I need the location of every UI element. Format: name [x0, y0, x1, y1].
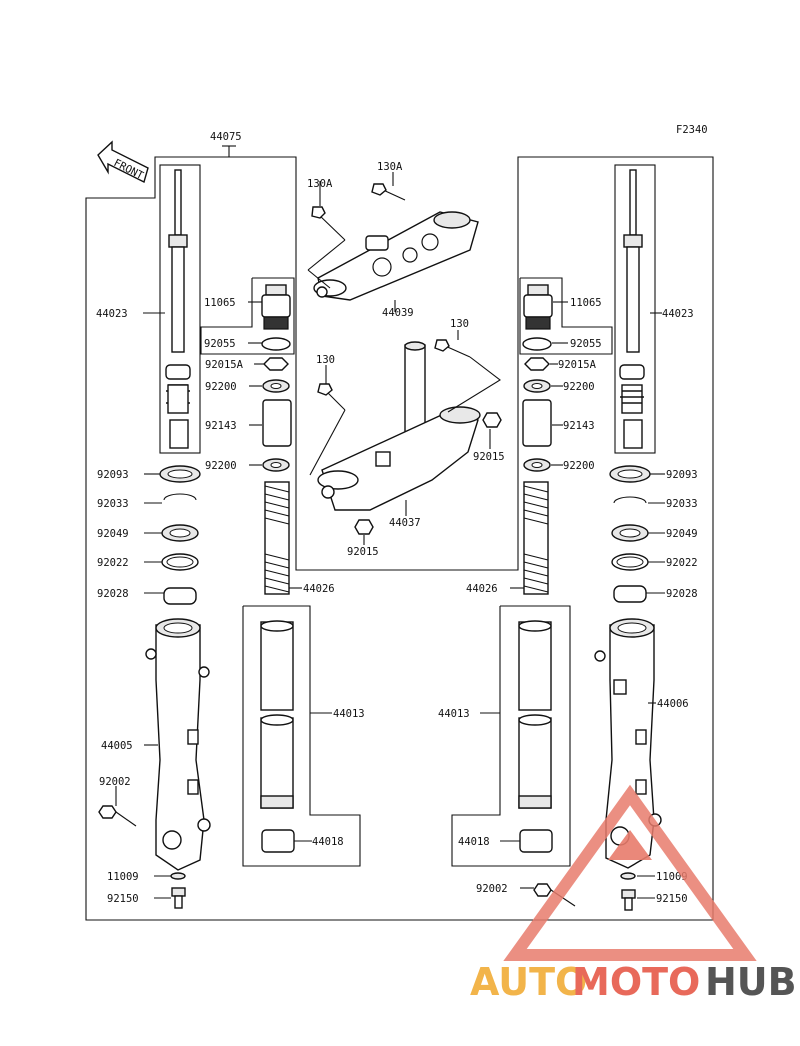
label-92200a-left: 92200: [205, 381, 237, 393]
right-inner-tube: [518, 620, 553, 853]
label-44005: 44005: [101, 740, 133, 752]
label-92002-left: 92002: [99, 776, 131, 788]
label-92055-right: 92055: [570, 338, 602, 350]
left-fork-spring: [264, 481, 290, 595]
label-11065-left: 11065: [204, 297, 236, 309]
label-92015-b: 92015: [347, 546, 379, 558]
watermark-moto: MOTO: [572, 960, 700, 1004]
right-stack-parts: [522, 357, 552, 472]
right-fork-spring: [523, 481, 549, 595]
label-44013-left: 44013: [333, 708, 365, 720]
label-44075: 44075: [210, 131, 242, 143]
label-44023-left: 44023: [96, 308, 128, 320]
label-44006: 44006: [657, 698, 689, 710]
upper-triple-clamp: [311, 183, 479, 301]
label-44026-left: 44026: [303, 583, 335, 595]
label-92033-left: 92033: [97, 498, 129, 510]
watermark-auto: AUTO: [470, 960, 587, 1004]
left-seal-stack: [159, 465, 201, 605]
label-92055-left: 92055: [204, 338, 236, 350]
left-damper-rod: [165, 169, 191, 449]
label-92093-left: 92093: [97, 469, 129, 481]
watermark-triangle-icon: [503, 784, 757, 961]
right-bottom-bolts: [533, 872, 636, 911]
label-92049-left: 92049: [97, 528, 129, 540]
label-130-b: 130: [316, 354, 335, 366]
left-stack-parts: [262, 357, 292, 472]
automotohub-watermark: AUTO MOTO HUB: [470, 784, 797, 1004]
label-92002-right: 92002: [476, 883, 508, 895]
label-130A-b: 130A: [377, 161, 403, 173]
label-44026-right: 44026: [466, 583, 498, 595]
label-44023-right: 44023: [662, 308, 694, 320]
right-seal-stack: [609, 465, 651, 603]
left-inner-tube: [260, 620, 295, 853]
label-92015A-left: 92015A: [205, 359, 244, 371]
label-92143-right: 92143: [563, 420, 595, 432]
label-130A-a: 130A: [307, 178, 333, 190]
figure-code: F2340: [676, 124, 708, 136]
assembly-outline: [85, 145, 714, 921]
label-92033-right: 92033: [666, 498, 698, 510]
front-arrow-icon: FRONT: [97, 140, 149, 184]
left-cap-bolt: [261, 284, 291, 351]
label-130-a: 130: [450, 318, 469, 330]
right-damper-box: [614, 164, 656, 454]
watermark-hub: HUB: [705, 960, 797, 1004]
label-92022-right: 92022: [666, 557, 698, 569]
label-92028-right: 92028: [666, 588, 698, 600]
label-92150-right: 92150: [656, 893, 688, 905]
label-44037: 44037: [389, 517, 421, 529]
label-92049-right: 92049: [666, 528, 698, 540]
label-11009-left: 11009: [107, 871, 139, 883]
right-cap-bolt: [522, 284, 553, 351]
label-44039: 44039: [382, 307, 414, 319]
label-44018-right: 44018: [458, 836, 490, 848]
label-92200b-right: 92200: [563, 460, 595, 472]
label-11065-right: 11065: [570, 297, 602, 309]
label-92143-left: 92143: [205, 420, 237, 432]
label-92200a-right: 92200: [563, 381, 595, 393]
label-92015A-right: 92015A: [558, 359, 597, 371]
left-outer-tube: [145, 618, 211, 871]
lower-triple-clamp: [317, 339, 502, 535]
right-damper-rod: [619, 169, 645, 449]
label-92022-left: 92022: [97, 557, 129, 569]
label-92015-a: 92015: [473, 451, 505, 463]
label-92028-left: 92028: [97, 588, 129, 600]
label-92093-right: 92093: [666, 469, 698, 481]
label-92150-left: 92150: [107, 893, 139, 905]
label-44013-right: 44013: [438, 708, 470, 720]
label-44018-left: 44018: [312, 836, 344, 848]
label-92200b-left: 92200: [205, 460, 237, 472]
left-damper-box: [159, 164, 201, 454]
